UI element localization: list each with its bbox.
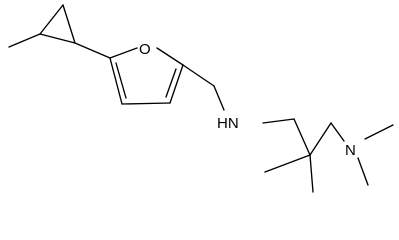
furan-bond xyxy=(121,102,171,105)
n-methyl-bond xyxy=(357,157,369,186)
methylene-bond xyxy=(213,85,225,111)
furan-bond xyxy=(169,64,184,104)
furan-double-bond xyxy=(165,68,177,98)
cyclopropane-bond xyxy=(39,33,76,44)
bonds xyxy=(8,4,394,193)
furan-double-bond xyxy=(115,62,127,99)
nitrogen-atom-label: N xyxy=(345,142,356,159)
n-methyl-bond xyxy=(364,124,394,140)
amine-bond xyxy=(262,118,295,124)
chain-bond xyxy=(293,118,311,156)
cyclopropane-bond xyxy=(62,4,76,44)
atom-labels: O HN N xyxy=(139,41,356,159)
chemical-structure: O HN N xyxy=(8,4,394,193)
nh-atom-label: HN xyxy=(217,115,239,132)
amine-bond xyxy=(330,122,345,142)
chain-bond xyxy=(309,122,332,156)
gem-methyl-bond xyxy=(309,154,314,193)
gem-methyl-bond xyxy=(264,154,311,173)
cyclopropyl-furan-bond xyxy=(74,42,111,59)
furan-bond xyxy=(156,47,184,66)
methyl-bond xyxy=(8,33,41,48)
methylene-bond xyxy=(182,64,215,87)
furan-bond xyxy=(109,47,138,59)
cyclopropane-bond xyxy=(39,4,64,35)
oxygen-atom-label: O xyxy=(139,41,151,58)
furan-bond xyxy=(109,57,123,105)
